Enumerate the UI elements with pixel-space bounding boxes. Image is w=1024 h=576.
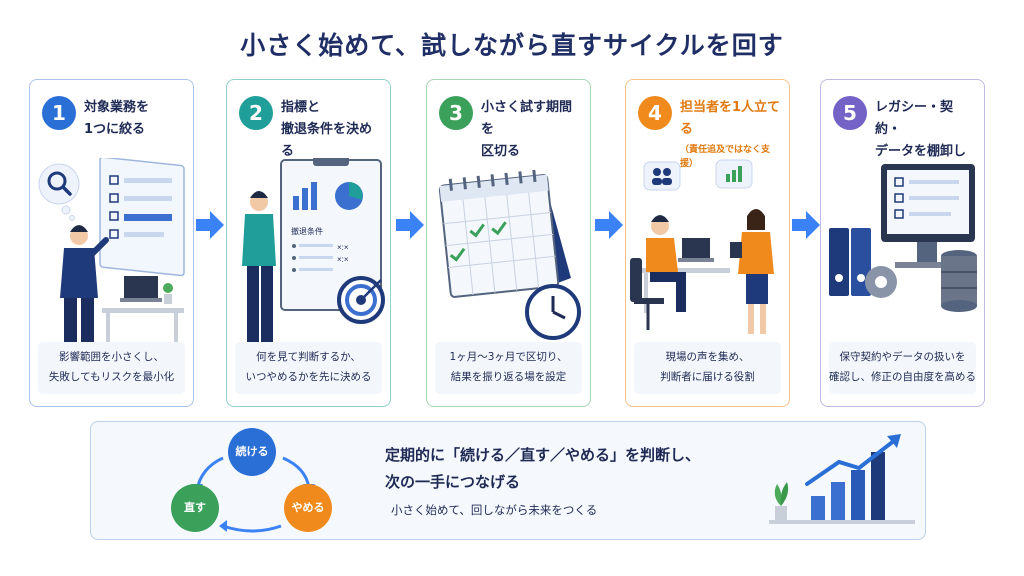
plant-icon bbox=[163, 283, 173, 304]
arrow-right-icon bbox=[792, 211, 820, 239]
step-number-4: 4 bbox=[638, 96, 672, 130]
plant-icon bbox=[774, 482, 789, 520]
step-header-2: 2 指標と 撤退条件を決める bbox=[237, 96, 384, 159]
step-description-2: 何を見て判断するか、 いつやめるかを先に決める bbox=[235, 342, 382, 394]
summary-subtext: 小さく始めて、回しながら未来をつくる bbox=[391, 503, 598, 517]
page-title: 小さく始めて、試しながら直すサイクルを回す bbox=[240, 31, 784, 60]
growth-chart-icon bbox=[769, 434, 915, 524]
magnifier-icon bbox=[47, 171, 72, 196]
step-card-5: 5 レガシー・契約・ データを棚卸し bbox=[820, 79, 985, 407]
step-header-3: 3 小さく試す期間を 区切る bbox=[437, 96, 584, 159]
step-description-5: 保守契約やデータの扱いを 確認し、修正の自由度を高める bbox=[829, 342, 976, 394]
supporter-illustration bbox=[630, 159, 774, 334]
cycle-fix: 直す bbox=[171, 484, 219, 532]
calendar-illustration bbox=[438, 169, 581, 340]
laptop-icon bbox=[120, 276, 162, 302]
step-title-3b: 区切る bbox=[481, 144, 521, 159]
step-title-2b: 撤退条件を決める bbox=[281, 122, 373, 159]
step-title-5a: レガシー・契約・ bbox=[875, 100, 954, 137]
arrow-right-icon bbox=[595, 211, 623, 239]
step-title-2a: 指標と bbox=[281, 100, 321, 115]
step-title-5b: データを棚卸し bbox=[875, 144, 967, 159]
step-title-1a: 対象業務を bbox=[84, 100, 150, 115]
cycle-stop: やめる bbox=[284, 484, 332, 532]
clock-icon bbox=[525, 284, 581, 340]
person-standing-icon bbox=[730, 209, 774, 334]
step-header-5: 5 レガシー・契約・ データを棚卸し bbox=[831, 96, 978, 159]
arrow-right-icon bbox=[396, 211, 424, 239]
step-description-3: 1ヶ月～3ヶ月で区切り、 結果を振り返る場を設定 bbox=[435, 342, 582, 394]
summary-panel: 続ける 直す やめる 定期的に「続ける／直す／やめる」を判断し、 次の一手につな… bbox=[90, 421, 926, 540]
binders-icon bbox=[829, 228, 871, 296]
metrics-illustration: 撤退条件 ×:× ×:× bbox=[242, 158, 385, 342]
step-subtitle-4: （責任追及ではなく支援） bbox=[680, 145, 771, 169]
step-title-3a: 小さく試す期間を bbox=[481, 100, 573, 137]
person-seated-icon bbox=[646, 215, 686, 312]
chart-bubble-icon bbox=[715, 159, 753, 189]
target-icon bbox=[337, 276, 385, 324]
step-number-3: 3 bbox=[439, 96, 473, 130]
summary-headline: 定期的に「続ける／直す／やめる」を判断し、 次の一手につなげる bbox=[385, 446, 701, 491]
cycle-continue: 続ける bbox=[228, 428, 276, 476]
step-header-1: 1 対象業務を 1つに絞る bbox=[40, 96, 187, 156]
inventory-illustration bbox=[829, 164, 977, 312]
arrow-right-icon bbox=[196, 211, 224, 239]
step-card-2: 2 指標と 撤退条件を決める 撤退条件 ×:× ×:× bbox=[226, 79, 391, 407]
board-label: 撤退条件 bbox=[291, 226, 323, 236]
gear-icon bbox=[865, 266, 897, 298]
chair-icon bbox=[630, 258, 664, 330]
step-description-4: 現場の声を集め、 判断者に届ける役割 bbox=[634, 342, 781, 394]
check-icon bbox=[449, 221, 507, 262]
clipboard-icon: 撤退条件 ×:× ×:× bbox=[280, 158, 382, 311]
svg-text:×:×: ×:× bbox=[337, 243, 349, 252]
monitor-icon bbox=[881, 164, 975, 268]
step-number-1: 1 bbox=[42, 96, 76, 130]
calendar-icon bbox=[438, 169, 571, 298]
step-card-1: 1 対象業務を 1つに絞る bbox=[29, 79, 194, 407]
step-card-4: 4 担当者を1人立てる （責任追及ではなく支援） bbox=[625, 79, 790, 407]
step-number-5: 5 bbox=[833, 96, 867, 130]
step-card-3: 3 小さく試す期間を 区切る bbox=[426, 79, 591, 407]
users-bubble-icon bbox=[643, 161, 681, 191]
laptop-icon bbox=[678, 238, 714, 262]
person-icon bbox=[60, 225, 109, 342]
step-number-2: 2 bbox=[239, 96, 273, 130]
database-icon bbox=[941, 250, 977, 312]
checklist-board-icon bbox=[99, 158, 185, 277]
step-title-1b: 1つに絞る bbox=[84, 122, 146, 137]
step-title-4a: 担当者を1人立てる bbox=[680, 100, 781, 137]
step-description-1: 影響範囲を小さくし、 失敗してもリスクを最小化 bbox=[38, 342, 185, 394]
focus-illustration bbox=[38, 158, 185, 343]
step-header-4: 4 担当者を1人立てる （責任追及ではなく支援） bbox=[636, 96, 783, 169]
svg-text:×:×: ×:× bbox=[337, 255, 349, 264]
person-icon bbox=[242, 191, 276, 342]
